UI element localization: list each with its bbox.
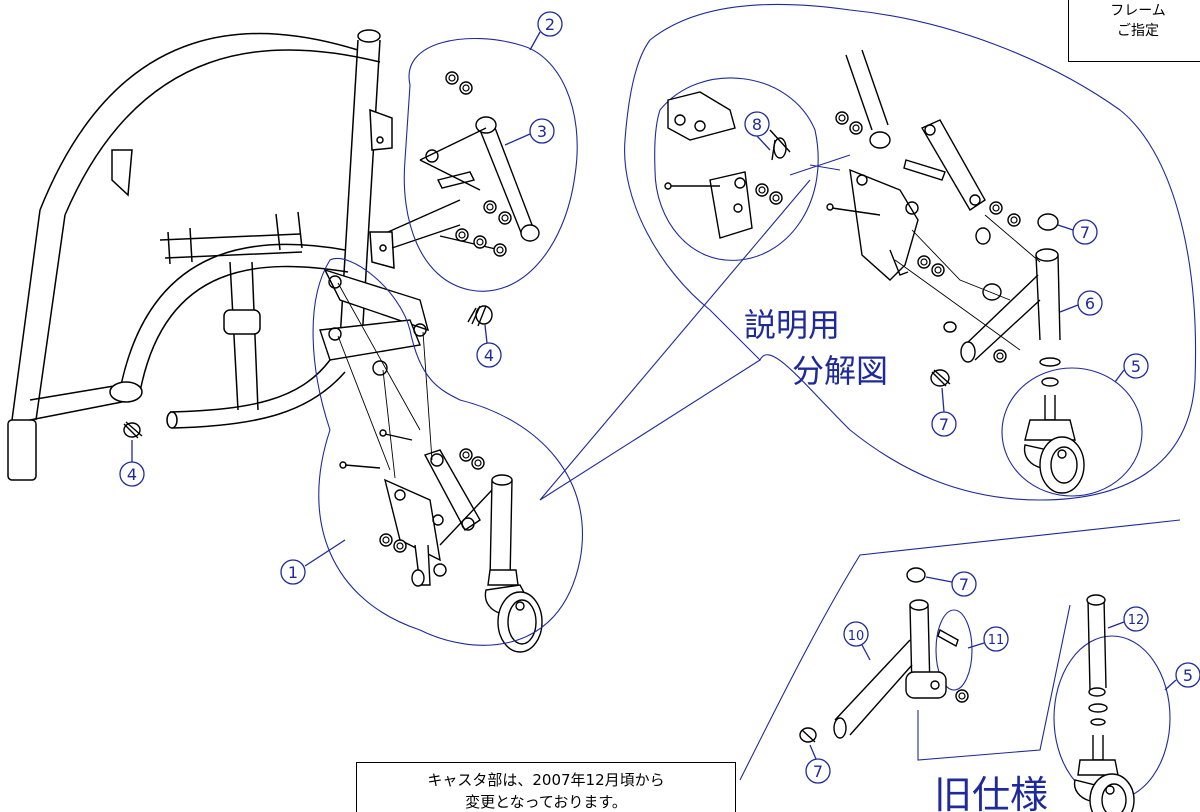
callout-10: 10 — [843, 621, 871, 661]
callouts: 1 2 3 4 4 8 7 6 5 7 7 10 11 12 5 7 — [119, 11, 1200, 784]
frame-note-line2: ご指定 — [1117, 23, 1159, 39]
svg-text:2: 2 — [545, 15, 555, 34]
caster-change-note-box: キャスタ部は、2007年12月頃から 変更となっております。 — [356, 762, 736, 812]
svg-text:11: 11 — [988, 633, 1005, 648]
callout-2: 2 — [529, 11, 563, 51]
enclosure-outlines — [312, 3, 1197, 801]
callout-11: 11 — [967, 626, 1009, 652]
gas-spring-assembly — [387, 116, 540, 251]
callout-6: 6 — [1059, 290, 1103, 316]
callout-1: 1 — [280, 539, 346, 585]
svg-text:6: 6 — [1085, 294, 1095, 313]
wheelchair-frame — [7, 29, 395, 481]
svg-text:10: 10 — [848, 629, 865, 644]
svg-text:1: 1 — [288, 563, 298, 582]
callout-7b: 7 — [931, 387, 957, 437]
svg-text:3: 3 — [537, 122, 547, 141]
caster-note-line2: 変更となっております。 — [465, 793, 627, 811]
old-spec-parts — [799, 567, 1135, 812]
svg-text:5: 5 — [1131, 357, 1141, 376]
svg-text:7: 7 — [813, 762, 823, 781]
frame-note-line1: フレーム — [1110, 3, 1166, 19]
end-cap-parts — [123, 305, 493, 439]
svg-text:7: 7 — [939, 415, 949, 434]
callout-8: 8 — [744, 111, 771, 151]
svg-text:7: 7 — [1080, 223, 1090, 242]
frame-note-box: フレーム ご指定 — [1068, 0, 1200, 62]
svg-text:5: 5 — [1183, 666, 1193, 685]
callout-7a: 7 — [1057, 219, 1098, 245]
callout-7c: 7 — [925, 571, 977, 597]
callout-7d: 7 — [805, 744, 831, 784]
callout-5b: 5 — [1164, 662, 1200, 691]
callout-12: 12 — [1107, 606, 1149, 632]
svg-text:12: 12 — [1128, 613, 1145, 628]
svg-text:8: 8 — [752, 115, 762, 134]
explanatory-label-line1: 説明用 — [744, 306, 840, 344]
callout-3: 3 — [504, 118, 555, 146]
callout-4a: 4 — [476, 324, 502, 368]
svg-text:4: 4 — [484, 346, 494, 365]
explanatory-label-line2: 分解図 — [792, 352, 888, 390]
exploded-detail-parts — [664, 49, 1085, 494]
caster-note-line1: キャスタ部は、2007年12月頃から — [427, 771, 665, 789]
callout-5a: 5 — [1114, 353, 1149, 383]
svg-text:7: 7 — [959, 575, 969, 594]
old-spec-label: 旧仕様 — [934, 773, 1048, 812]
callout-4b: 4 — [119, 440, 145, 487]
caster-assembly-main — [319, 268, 543, 653]
svg-text:4: 4 — [127, 465, 137, 484]
